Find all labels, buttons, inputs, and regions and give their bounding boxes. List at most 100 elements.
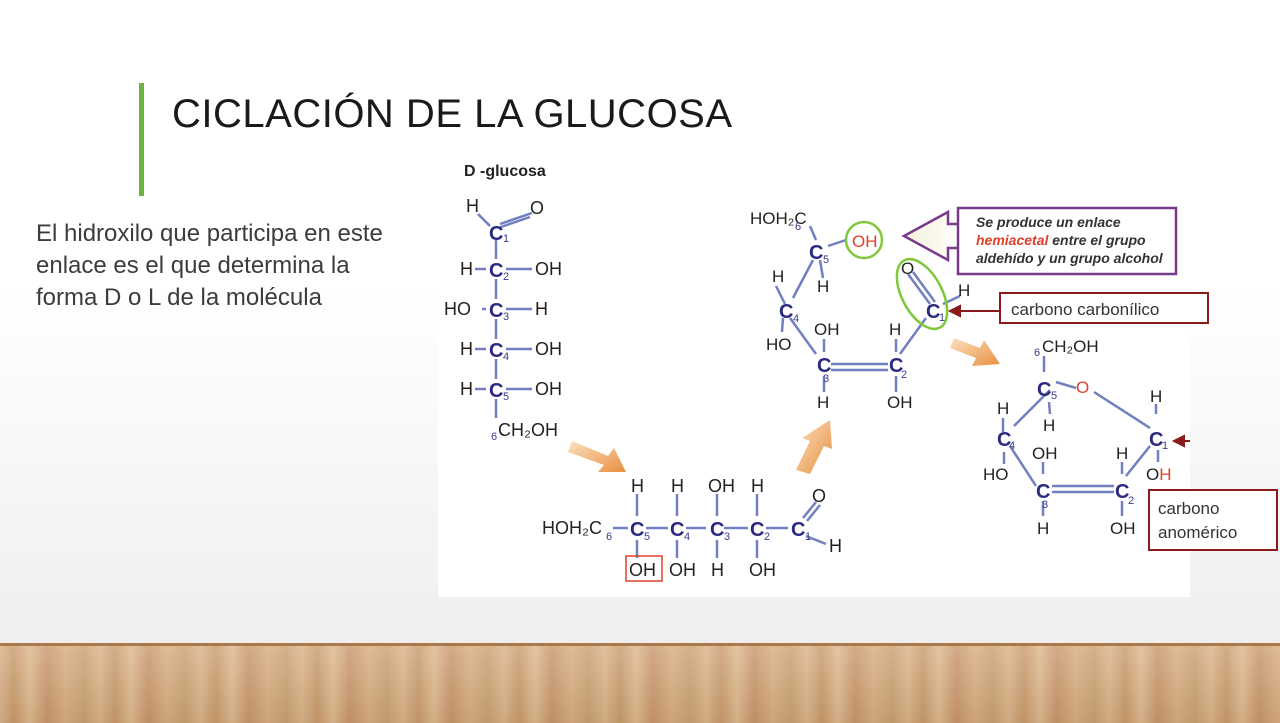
chain-num-1: 1 xyxy=(805,531,811,543)
fischer-num-4: 4 xyxy=(503,351,509,363)
arrow-to-ring xyxy=(950,338,1000,366)
fold-c5: C xyxy=(809,242,823,264)
chain-c4: C xyxy=(670,519,684,541)
chain-num-5: 5 xyxy=(644,531,650,543)
fischer-c3: C xyxy=(489,300,503,322)
d-glucose-heading: D -glucosa xyxy=(464,163,546,180)
ring-num-2: 2 xyxy=(1128,495,1134,507)
note-line-2: hemiacetal entre el grupo xyxy=(976,232,1146,248)
chain-bonds xyxy=(613,494,827,558)
ring-num-5: 5 xyxy=(1051,390,1057,402)
ring-num-4: 4 xyxy=(1009,440,1015,452)
fischer-bonds xyxy=(475,211,533,418)
ring-oh2: OH xyxy=(1110,519,1136,538)
ring-h1b-red: H xyxy=(1159,465,1171,484)
fischer-num-2: 2 xyxy=(503,271,509,283)
ring-h3: H xyxy=(1037,519,1049,538)
fold-oh2: OH xyxy=(887,393,913,412)
ring-h2: H xyxy=(1116,444,1128,463)
ring-h5: H xyxy=(1043,416,1055,435)
chain-o: O xyxy=(812,486,826,506)
note-line-1: Se produce un enlace xyxy=(976,214,1121,230)
fold-num-3: 3 xyxy=(823,373,829,385)
diagram-canvas: D -glucosa H C O 1 H C 2 OH HO C 3 H H C xyxy=(438,156,1213,597)
fold-num-6: 6 xyxy=(795,221,801,233)
carbonyl-carbon-label: carbono carbonílico xyxy=(999,292,1209,324)
fischer-row4-left: H xyxy=(460,339,473,359)
fischer-num-1: 1 xyxy=(503,233,509,245)
chain-c5-down: OH xyxy=(629,560,656,580)
slide-title: CICLACIÓN DE LA GLUCOSA xyxy=(172,92,733,136)
fischer-row5-left: H xyxy=(460,379,473,399)
ring-ch2oh: CH₂OH xyxy=(1042,337,1099,356)
fischer-c5: C xyxy=(489,380,503,402)
chain-hoh2c: HOH₂C xyxy=(542,518,602,538)
glucose-cyclization-diagram: D -glucosa H C O 1 H C 2 OH HO C 3 H H C xyxy=(438,156,1213,602)
chain-c2: C xyxy=(750,519,764,541)
ring-ho4: HO xyxy=(983,465,1009,484)
note-line-3: aldehído y un grupo alcohol xyxy=(976,250,1164,266)
ring-c2: C xyxy=(1115,481,1129,503)
fold-h-c4: H xyxy=(772,267,784,286)
fold-c2: C xyxy=(889,355,903,377)
chain-num-4: 4 xyxy=(684,531,690,543)
folding-chain: HOH₂C 6 C 5 OH H H C 4 H HO C 3 OH H C 2… xyxy=(750,209,970,412)
fold-h-c5: H xyxy=(817,277,829,296)
arrow-down-right xyxy=(568,441,626,472)
note-box xyxy=(956,206,1178,276)
fold-c3: C xyxy=(817,355,831,377)
hemiacetal-note: Se produce un enlace hemiacetal entre el… xyxy=(901,206,1178,276)
fischer-c2: C xyxy=(489,260,503,282)
arrow-up-right xyxy=(796,420,832,474)
ring-o1: OH xyxy=(1146,465,1172,484)
fold-oh3: OH xyxy=(814,320,840,339)
anomeric-label-line-2: anomérico xyxy=(1158,523,1238,542)
fischer-ch2oh: CH₂OH xyxy=(498,420,558,440)
fischer-row4-right: OH xyxy=(535,339,562,359)
slide-body-text: El hidroxilo que participa en este enlac… xyxy=(36,220,383,311)
fischer-o-top: O xyxy=(530,198,544,218)
fischer-c1: C xyxy=(489,223,503,245)
fold-c1: C xyxy=(926,301,940,323)
fold-ho4: HO xyxy=(766,335,792,354)
fold-num-5: 5 xyxy=(823,254,829,266)
fischer-num-3: 3 xyxy=(503,311,509,323)
chain-num-3: 3 xyxy=(724,531,730,543)
ring-bonds xyxy=(1001,356,1160,516)
fischer-row2-right: OH xyxy=(535,259,562,279)
fold-o1: O xyxy=(901,259,914,278)
fischer-num-5: 5 xyxy=(503,391,509,403)
chain-c3-down: H xyxy=(711,560,724,580)
fold-num-4: 4 xyxy=(793,313,799,325)
ring-c3: C xyxy=(1036,481,1050,503)
anomeric-label-line-1: carbono xyxy=(1158,499,1220,518)
fold-c4: C xyxy=(779,301,793,323)
fischer-row3-left: HO xyxy=(444,299,471,319)
accent-bar xyxy=(139,83,144,196)
chain-c5-up: H xyxy=(631,476,644,496)
chain-c1: C xyxy=(791,519,805,541)
fold-oh-red: OH xyxy=(852,232,878,251)
carbonyl-green-ellipse xyxy=(895,257,949,331)
note-line-2-rest: entre el grupo xyxy=(1048,232,1146,248)
fischer-c4: C xyxy=(489,340,503,362)
chain-num-2: 2 xyxy=(764,531,770,543)
chain-c2-down: OH xyxy=(749,560,776,580)
ring-o: O xyxy=(1076,378,1089,397)
fischer-h-top: H xyxy=(466,196,479,216)
fold-hoh2c: HOH₂C xyxy=(750,209,807,228)
open-chain: HOH₂C 6 C 5 H OH C 4 H OH C 3 OH H C 2 H… xyxy=(542,476,842,582)
fischer-row5-right: OH xyxy=(535,379,562,399)
fischer-row2-left: H xyxy=(460,259,473,279)
ring-o1-letter: O xyxy=(1146,465,1159,484)
fold-num-2: 2 xyxy=(901,369,907,381)
ring-num-6: 6 xyxy=(1034,347,1040,359)
ring-c1: C xyxy=(1149,429,1163,451)
fold-h2: H xyxy=(889,320,901,339)
fischer-projection: D -glucosa H C O 1 H C 2 OH HO C 3 H H C xyxy=(444,163,562,443)
ring-h1: H xyxy=(1150,387,1162,406)
fischer-row3-right: H xyxy=(535,299,548,319)
chain-c3: C xyxy=(710,519,724,541)
chain-c2-up: H xyxy=(751,476,764,496)
diagram-background-top xyxy=(438,156,998,286)
